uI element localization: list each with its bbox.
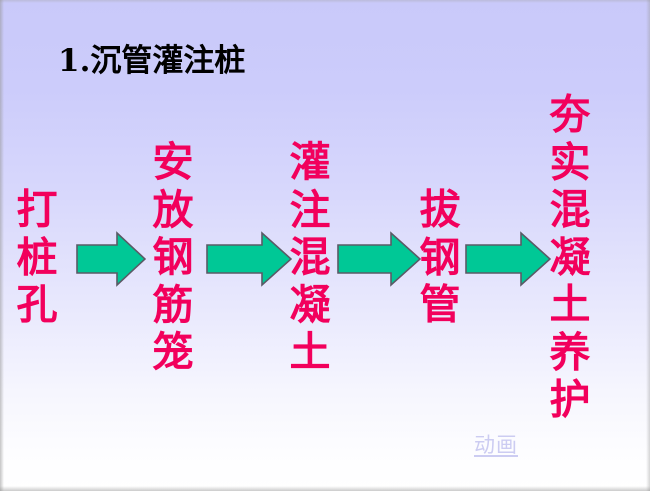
flow-step-5-char-4: 凝 bbox=[549, 233, 591, 282]
title-text: 沉管灌注桩 bbox=[90, 43, 246, 79]
arrow-3-icon bbox=[337, 231, 421, 287]
flow-step-5-char-3: 混 bbox=[549, 185, 591, 234]
flow-step-1-char-1: 打 bbox=[16, 185, 58, 234]
flow-step-1-char-2: 桩 bbox=[16, 233, 58, 282]
flow-step-3: 灌 注 混 凝 土 bbox=[290, 139, 331, 377]
arrow-1-icon bbox=[76, 231, 146, 287]
flow-step-1-char-3: 孔 bbox=[16, 280, 58, 329]
flow-step-2-char-5: 笼 bbox=[152, 328, 194, 377]
flow-step-5-char-6: 养 bbox=[549, 328, 591, 377]
flow-step-2: 安 放 钢 筋 笼 bbox=[153, 139, 194, 377]
flow-step-4-char-2: 钢 bbox=[419, 233, 461, 282]
slide-edge-bottom bbox=[0, 486, 650, 491]
flow-step-4-char-1: 拔 bbox=[419, 185, 461, 234]
animation-link[interactable]: 动画 bbox=[474, 433, 518, 457]
flow-step-3-char-2: 注 bbox=[289, 185, 331, 234]
arrow-4-icon bbox=[465, 231, 551, 287]
flow-step-5-char-1: 夯 bbox=[549, 90, 591, 139]
flow-step-2-char-1: 安 bbox=[152, 138, 194, 187]
page-title: 1.沉管灌注桩 bbox=[58, 43, 246, 80]
flow-step-3-char-5: 土 bbox=[289, 328, 331, 377]
title-number: 1. bbox=[58, 43, 91, 79]
flow-step-3-char-1: 灌 bbox=[289, 138, 331, 187]
flow-step-5-char-5: 土 bbox=[549, 280, 591, 329]
slide-edge-right bbox=[646, 0, 650, 491]
flow-step-3-char-4: 凝 bbox=[289, 280, 331, 329]
flow-step-2-char-2: 放 bbox=[152, 185, 194, 234]
flow-step-5: 夯 实 混 凝 土 养 护 bbox=[549, 90, 591, 425]
slide-edge-left bbox=[0, 0, 4, 491]
flow-step-3-char-3: 混 bbox=[289, 233, 331, 282]
slide-edge-top bbox=[0, 0, 650, 3]
flow-step-2-char-4: 筋 bbox=[152, 280, 194, 329]
flow-step-4: 拔 钢 管 bbox=[419, 185, 461, 330]
flow-step-5-char-2: 实 bbox=[549, 138, 591, 187]
flow-step-4-char-3: 管 bbox=[419, 280, 461, 329]
arrow-2-icon bbox=[206, 231, 292, 287]
flow-step-1: 打 桩 孔 bbox=[16, 185, 58, 330]
flow-step-2-char-3: 钢 bbox=[152, 233, 194, 282]
flow-step-5-char-7: 护 bbox=[549, 375, 591, 424]
